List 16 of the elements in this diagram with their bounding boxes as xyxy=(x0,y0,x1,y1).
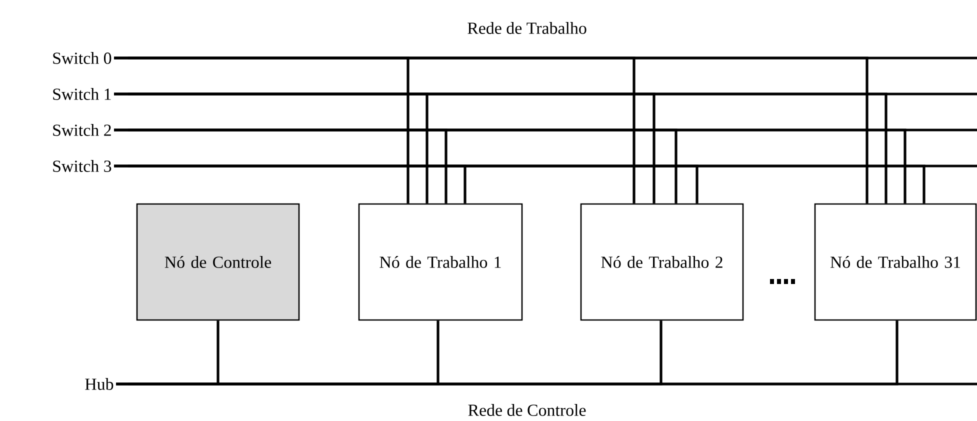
computer-node-box: Nó de Trabalho 31 xyxy=(814,203,977,321)
computer-node-box: Nó de Trabalho 1 xyxy=(358,203,523,321)
network-label: Rede de Trabalho xyxy=(468,22,586,34)
bus-label: Hub xyxy=(85,378,114,390)
connection-line xyxy=(114,56,868,204)
bus-label: Switch 1 xyxy=(53,88,111,100)
computer-node-box: Nó de Trabalho 2 xyxy=(580,203,744,321)
bus-label: Switch 3 xyxy=(53,160,112,172)
connection-line xyxy=(114,164,926,204)
network-label: Rede de Controle xyxy=(468,404,586,416)
connection-line xyxy=(114,92,888,204)
bus-label: Switch 0 xyxy=(53,52,112,64)
connection-line xyxy=(116,320,898,386)
bus-label: Switch 2 xyxy=(53,124,111,136)
computer-node-box: Nó de Controle xyxy=(136,203,300,321)
connection-line xyxy=(114,128,906,204)
